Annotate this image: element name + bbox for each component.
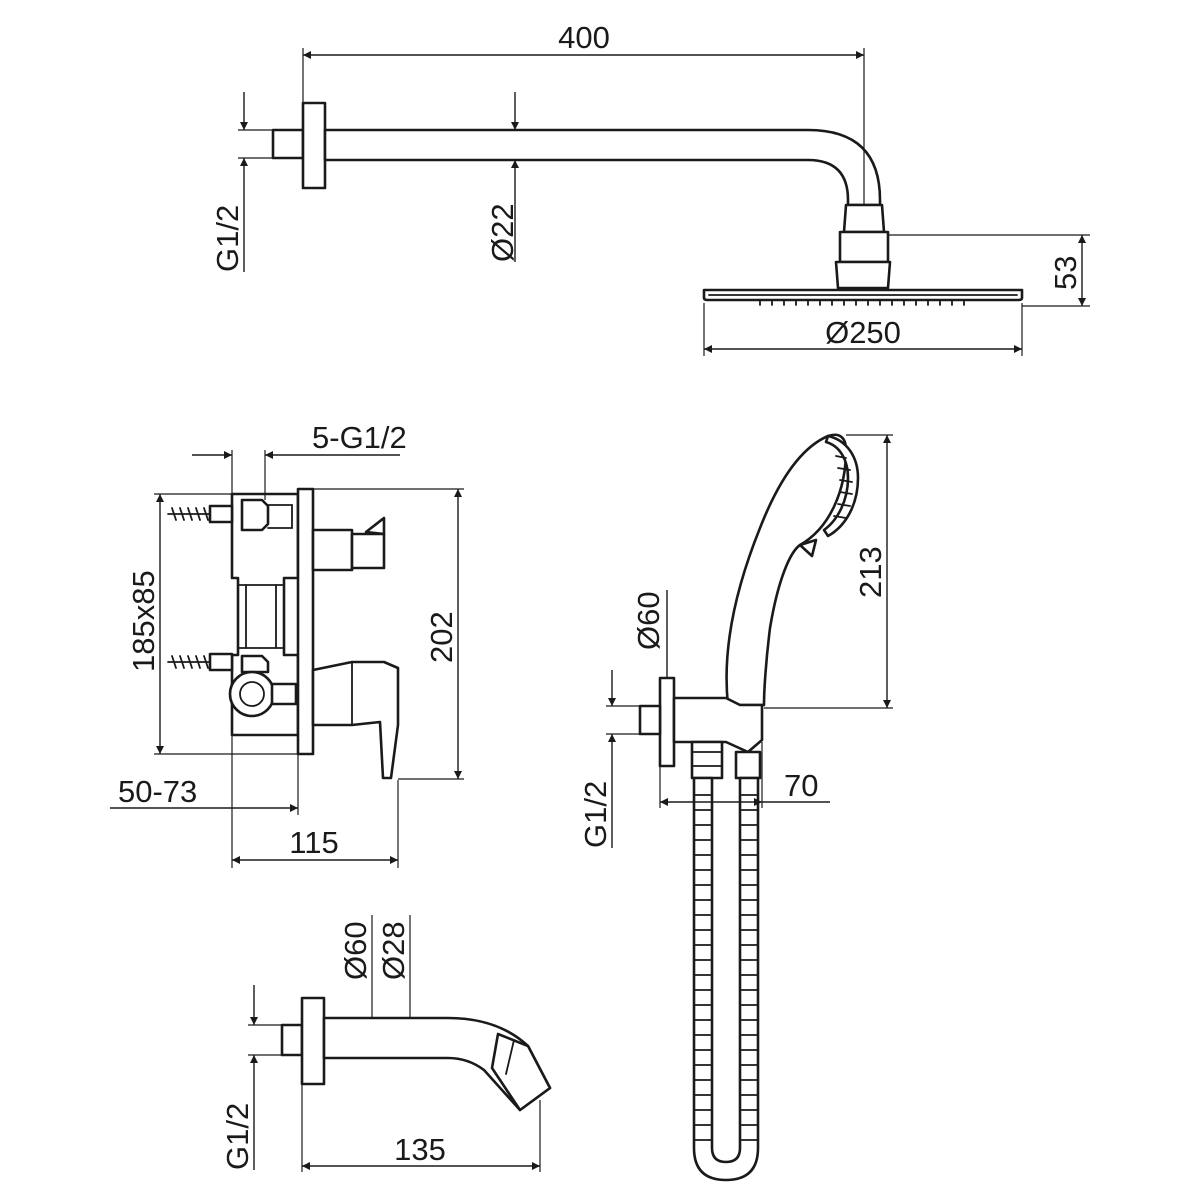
dim-mixer-depth-range: 50-73 — [118, 774, 197, 809]
dim-head-height: 53 — [1048, 256, 1083, 290]
spout-wall-flange — [300, 996, 326, 1086]
mixer-lever-handle — [311, 660, 400, 780]
dim-arm-length: 400 — [558, 20, 610, 55]
dim-arm-diameter: Ø22 — [485, 203, 520, 262]
hose-connector — [690, 740, 724, 780]
diverter-knob — [311, 528, 354, 572]
dim-mixer-outlets: 5-G1/2 — [312, 420, 407, 455]
holder-wall-flange — [658, 676, 676, 768]
mixer-top-fitting — [240, 498, 270, 532]
dim-mixer-height: 202 — [424, 611, 459, 663]
dim-holder-projection: 70 — [784, 768, 818, 803]
dim-mixer-body-size: 185x85 — [126, 570, 161, 672]
shower-head-nozzles — [759, 299, 965, 306]
concealed-mixer-assembly: 5-G1/2 185x85 202 50-73 115 — [110, 420, 464, 868]
shower-hose — [692, 776, 760, 1182]
dim-spout-flange: Ø60 — [338, 921, 373, 980]
dim-holder-thread: G1/2 — [578, 781, 613, 848]
bath-spout-assembly: Ø60 Ø28 G1/2 135 — [220, 915, 552, 1172]
mixer-cover-plate — [296, 487, 315, 756]
head-hub — [834, 260, 892, 290]
arm-thread-nipple — [271, 128, 305, 160]
arm-connector — [842, 203, 886, 234]
dim-head-diameter: Ø250 — [825, 315, 901, 350]
dim-handshower-length: 213 — [853, 546, 888, 598]
mixer-bottom-fitting — [240, 654, 270, 674]
head-swivel-nut — [838, 230, 890, 264]
hose-ribbing — [693, 794, 759, 1141]
dim-arm-thread: G1/2 — [210, 205, 245, 272]
wall-anchor-top — [167, 504, 234, 524]
dim-spout-thread: G1/2 — [220, 1103, 255, 1170]
dim-spout-length: 135 — [394, 1132, 446, 1167]
holder-thread-nipple — [638, 704, 662, 736]
dim-spout-pipe: Ø28 — [376, 921, 411, 980]
dim-mixer-depth-total: 115 — [289, 825, 338, 860]
dim-holder-flange: Ø60 — [631, 591, 666, 650]
spout-outlet — [490, 1032, 552, 1112]
mixer-outlet-port — [228, 670, 276, 718]
hand-shower-face — [822, 434, 860, 538]
overhead-shower-assembly: 400 G1/2 Ø22 53 Ø250 — [210, 20, 1090, 356]
hand-shower-body — [725, 433, 848, 707]
arm-wall-flange — [301, 101, 327, 190]
spout-thread-nipple — [280, 1023, 304, 1057]
wall-anchor-bottom — [167, 652, 234, 672]
hand-shower-assembly: 213 Ø60 G1/2 70 — [578, 433, 893, 1182]
shower-arm — [323, 128, 882, 207]
